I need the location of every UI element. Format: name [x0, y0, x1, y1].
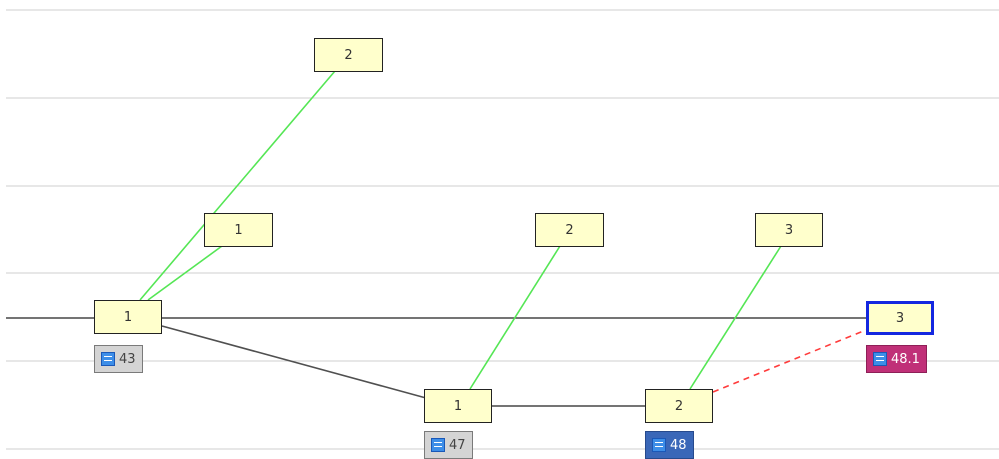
- document-icon: [652, 438, 666, 452]
- version-badge-root[interactable]: 43: [94, 345, 143, 373]
- badge-value: 48.1: [891, 351, 920, 367]
- badge-value: 48: [670, 437, 687, 453]
- green-link: [139, 70, 336, 301]
- branch-connector-line: [161, 325, 427, 399]
- node-upper-right-2[interactable]: 2: [535, 213, 604, 247]
- document-icon: [101, 352, 115, 366]
- version-badge-middle-a[interactable]: 47: [424, 431, 473, 459]
- document-icon: [873, 352, 887, 366]
- version-badge-end[interactable]: 48.1: [866, 345, 927, 373]
- node-upper-1[interactable]: 1: [204, 213, 273, 247]
- node-root[interactable]: 1: [94, 300, 162, 334]
- green-link: [689, 245, 782, 390]
- node-upper-2[interactable]: 2: [314, 38, 383, 72]
- version-badge-middle-b[interactable]: 48: [645, 431, 694, 459]
- node-upper-right-3[interactable]: 3: [755, 213, 823, 247]
- document-icon: [431, 438, 445, 452]
- node-middle-b[interactable]: 2: [645, 389, 713, 423]
- badge-value: 47: [449, 437, 466, 453]
- node-middle-a[interactable]: 1: [424, 389, 492, 423]
- badge-value: 43: [119, 351, 136, 367]
- node-end-selected[interactable]: 3: [866, 301, 934, 335]
- dashed-link: [712, 329, 867, 393]
- green-link: [147, 245, 223, 301]
- green-link: [469, 245, 561, 390]
